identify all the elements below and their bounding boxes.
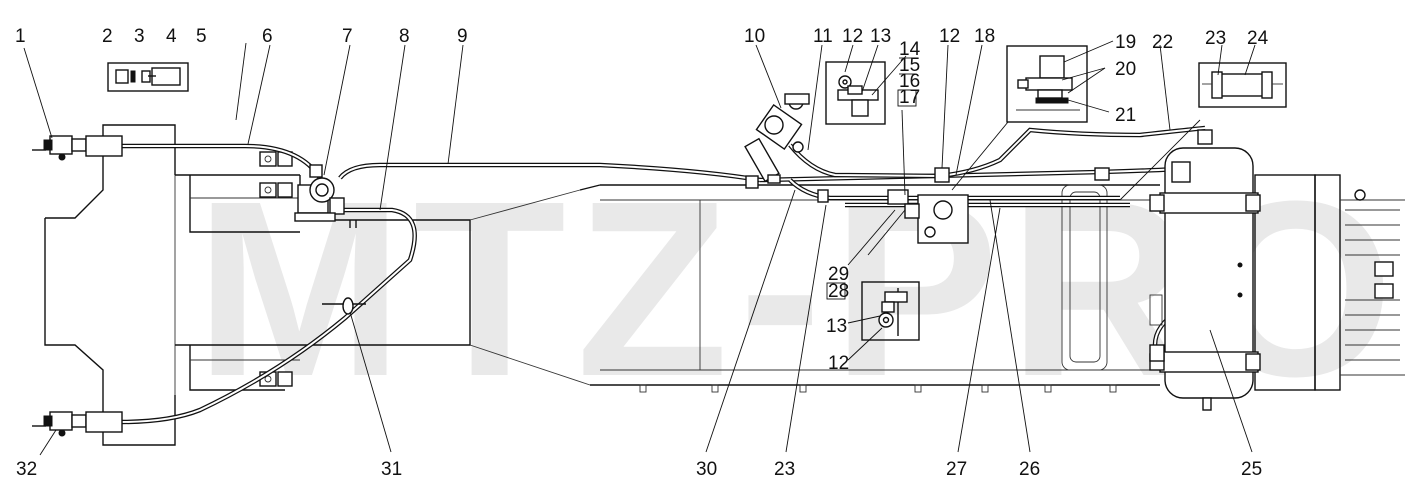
callout-12-bottom: 12 [828, 353, 849, 374]
control-valve-7 [294, 164, 357, 228]
hose-clamps-left [259, 151, 293, 387]
callout-10: 10 [744, 26, 765, 47]
callout-13-top: 13 [870, 26, 891, 47]
callout-6: 6 [262, 26, 273, 47]
inset-coupling-parts [107, 62, 189, 92]
callout-1: 1 [15, 26, 26, 47]
label-stack-boxes [826, 57, 917, 300]
frame-bolts [639, 384, 1117, 393]
callout-11: 11 [813, 26, 833, 47]
callout-19: 19 [1115, 32, 1136, 53]
callout-17: 17 [899, 87, 920, 108]
callout-9: 9 [457, 26, 468, 47]
callout-22: 22 [1152, 32, 1173, 53]
callout-32: 32 [16, 459, 37, 480]
callout-4: 4 [166, 26, 177, 47]
callout-5: 5 [196, 26, 207, 47]
callout-23-top: 23 [1205, 28, 1226, 49]
callout-24: 24 [1247, 28, 1269, 49]
callout-14: 14 [899, 39, 921, 60]
lower-coupling-head [32, 411, 123, 437]
callout-18: 18 [974, 26, 995, 47]
callout-20: 20 [1115, 59, 1136, 80]
callout-labels: 1 2 3 4 5 6 7 8 9 10 11 12 13 14 15 16 1… [15, 26, 1269, 480]
callout-29: 29 [828, 264, 849, 285]
leader-lines [23, 40, 1256, 456]
callout-13-bottom: 13 [826, 316, 847, 337]
callout-30: 30 [696, 459, 717, 480]
callout-2: 2 [102, 26, 113, 47]
callout-27: 27 [946, 459, 967, 480]
center-valve-assembly [817, 167, 1110, 244]
callout-23-bottom: 23 [774, 459, 795, 480]
callout-31: 31 [381, 459, 402, 480]
tractor-frame [44, 124, 1405, 446]
brake-valve-10 [744, 93, 810, 189]
inset-valve-detail [1006, 45, 1088, 123]
hose-clip-31 [322, 297, 366, 315]
air-reservoir-25 [1149, 129, 1261, 411]
callout-26: 26 [1019, 459, 1040, 480]
callout-28: 28 [828, 281, 849, 302]
inset-clip-detail-top [825, 61, 886, 125]
callout-7: 7 [342, 26, 353, 47]
upper-coupling-head [32, 135, 123, 161]
callout-21: 21 [1115, 105, 1136, 126]
callout-12-mid: 12 [939, 26, 960, 47]
callout-12-top: 12 [842, 26, 863, 47]
inset-bracket-detail [1198, 62, 1287, 108]
callout-3: 3 [134, 26, 145, 47]
callout-15: 15 [899, 55, 920, 76]
callout-16: 16 [899, 71, 920, 92]
callout-8: 8 [399, 26, 410, 47]
inset-clip-detail-bottom [861, 281, 920, 341]
callout-25: 25 [1241, 459, 1262, 480]
